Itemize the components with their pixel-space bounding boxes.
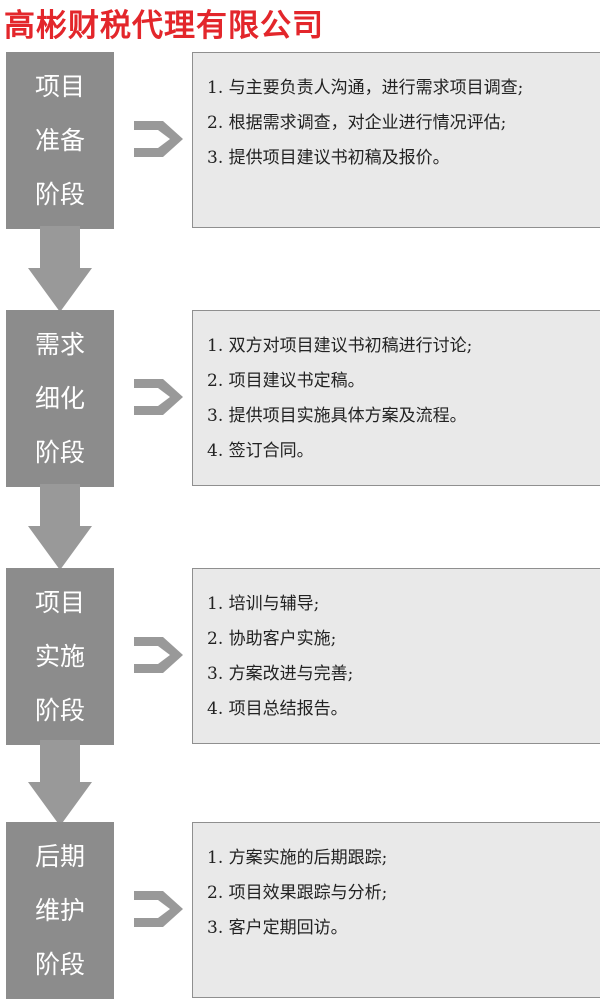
arrow-down-icon <box>28 226 92 312</box>
arrow-down-icon <box>28 484 92 570</box>
stage-label-box: 需求 细化 阶段 <box>6 310 114 487</box>
chevron-right-icon <box>134 637 183 673</box>
stage-label-line: 后期 <box>34 841 85 871</box>
list-item: 1. 与主要负责人沟通，进行需求项目调查; <box>207 78 524 98</box>
stage-label-line: 维护 <box>34 895 85 925</box>
stage-label-box: 项目 实施 阶段 <box>6 568 114 745</box>
chevron-right-icon <box>134 379 183 415</box>
stage-label-line: 实施 <box>34 641 85 671</box>
stage-detail-list: 1. 培训与辅导; 2. 协助客户实施; 3. 方案改进与完善; 4. 项目总结… <box>207 587 600 727</box>
list-item: 4. 项目总结报告。 <box>207 699 348 719</box>
stage-label-box: 后期 维护 阶段 <box>6 822 114 999</box>
list-item: 1. 双方对项目建议书初稿进行讨论; <box>207 336 473 356</box>
list-item: 2. 协助客户实施; <box>207 629 337 649</box>
list-item: 3. 提供项目建议书初稿及报价。 <box>207 148 450 168</box>
stage-detail-box: 1. 培训与辅导; 2. 协助客户实施; 3. 方案改进与完善; 4. 项目总结… <box>192 568 600 744</box>
stage-detail-box: 1. 双方对项目建议书初稿进行讨论; 2. 项目建议书定稿。 3. 提供项目实施… <box>192 310 600 486</box>
list-item: 3. 客户定期回访。 <box>207 918 348 938</box>
stage-label-line: 项目 <box>34 587 85 617</box>
list-item: 2. 根据需求调查，对企业进行情况评估; <box>207 113 507 133</box>
chevron-right-icon <box>134 121 183 157</box>
page-title: 高彬财税代理有限公司 <box>4 8 324 44</box>
stage-label-line: 阶段 <box>34 949 85 979</box>
list-item: 1. 培训与辅导; <box>207 594 320 614</box>
stage-detail-box: 1. 方案实施的后期跟踪; 2. 项目效果跟踪与分析; 3. 客户定期回访。 <box>192 822 600 998</box>
stage-implementation: 项目 实施 阶段 1. 培训与辅导; 2. 协助客户实施; 3. 方案改进与完善… <box>0 568 600 748</box>
list-item: 2. 项目建议书定稿。 <box>207 371 365 391</box>
stage-label-line: 阶段 <box>34 695 85 725</box>
stage-detail-list: 1. 双方对项目建议书初稿进行讨论; 2. 项目建议书定稿。 3. 提供项目实施… <box>207 329 600 469</box>
stage-detail-box: 1. 与主要负责人沟通，进行需求项目调查; 2. 根据需求调查，对企业进行情况评… <box>192 52 600 228</box>
stage-label-box: 项目 准备 阶段 <box>6 52 114 229</box>
stage-requirement-refinement: 需求 细化 阶段 1. 双方对项目建议书初稿进行讨论; 2. 项目建议书定稿。 … <box>0 310 600 490</box>
stage-maintenance: 后期 维护 阶段 1. 方案实施的后期跟踪; 2. 项目效果跟踪与分析; 3. … <box>0 822 600 1002</box>
stage-label-line: 阶段 <box>34 179 85 209</box>
list-item: 1. 方案实施的后期跟踪; <box>207 848 388 868</box>
stage-label-line: 需求 <box>34 329 85 359</box>
stage-label-line: 细化 <box>34 383 85 413</box>
list-item: 2. 项目效果跟踪与分析; <box>207 883 388 903</box>
chevron-right-icon <box>134 891 183 927</box>
list-item: 3. 方案改进与完善; <box>207 664 354 684</box>
stage-label-line: 阶段 <box>34 437 85 467</box>
list-item: 4. 签订合同。 <box>207 441 314 461</box>
stage-detail-list: 1. 方案实施的后期跟踪; 2. 项目效果跟踪与分析; 3. 客户定期回访。 <box>207 841 600 946</box>
stage-label-line: 准备 <box>34 125 85 155</box>
stage-preparation: 项目 准备 阶段 1. 与主要负责人沟通，进行需求项目调查; 2. 根据需求调查… <box>0 52 600 232</box>
list-item: 3. 提供项目实施具体方案及流程。 <box>207 406 467 426</box>
stage-label-line: 项目 <box>34 71 85 101</box>
stage-detail-list: 1. 与主要负责人沟通，进行需求项目调查; 2. 根据需求调查，对企业进行情况评… <box>207 71 600 176</box>
arrow-down-icon <box>28 740 92 826</box>
